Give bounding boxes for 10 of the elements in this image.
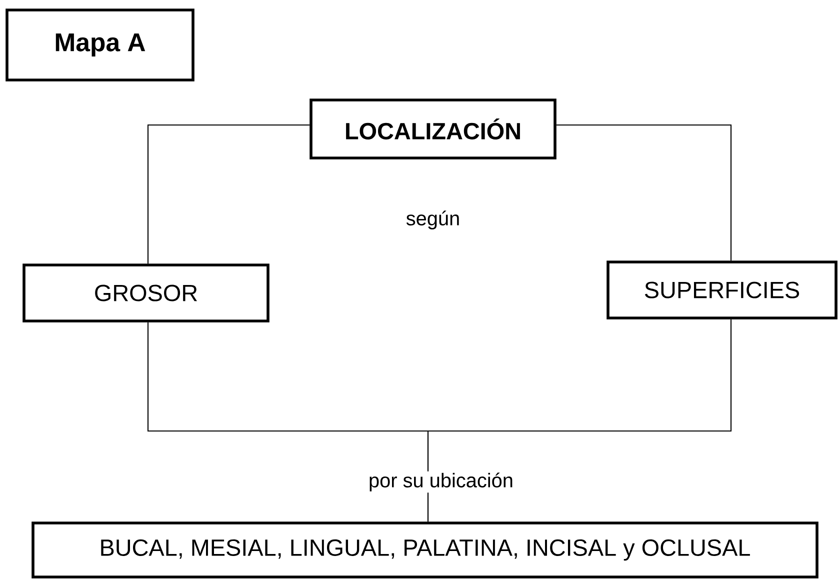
concept-box: BUCAL, MESIAL, LINGUAL, PALATINA, INCISAL y OCLUSAL [32,522,818,578]
connector-line [556,124,732,261]
edge-label: por su ubicación [367,471,515,493]
connector-line [147,124,310,264]
title-box: Mapa A [6,8,194,82]
concept-box: GROSOR [22,264,270,322]
concept-box: LOCALIZACIÓN [310,98,556,160]
concept-box: SUPERFICIES [606,260,838,320]
connector-line [427,319,732,522]
connector-label: según [406,210,459,230]
